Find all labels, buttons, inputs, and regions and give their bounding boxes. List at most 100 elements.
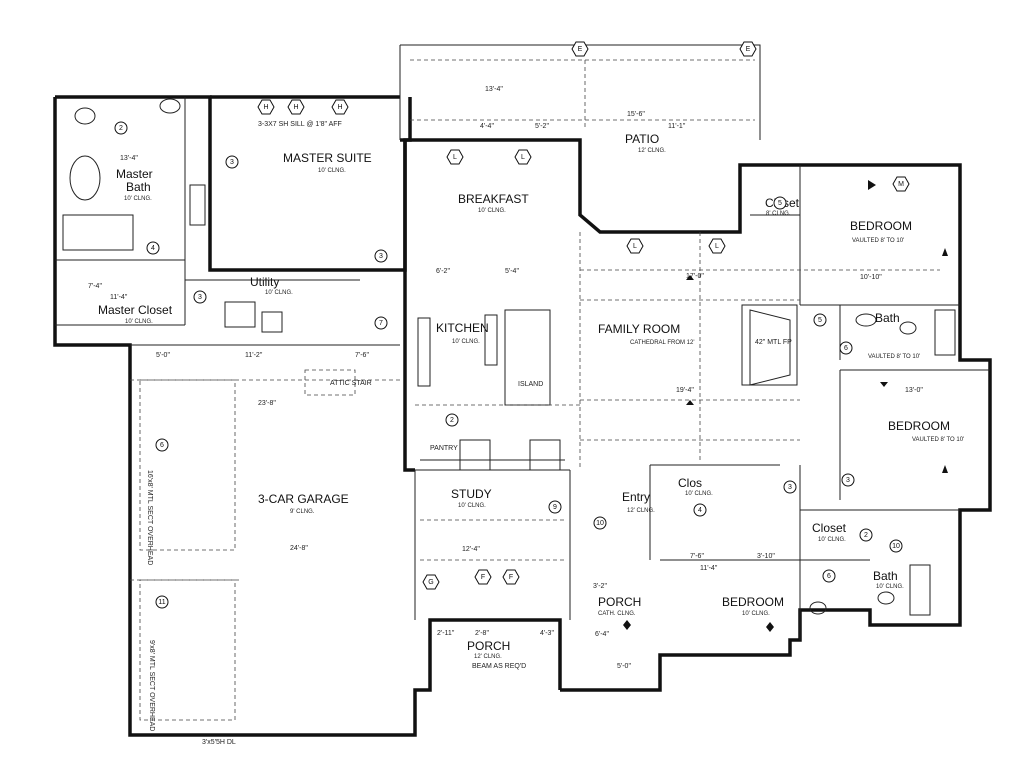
dimension-labels: 15'-6" 13'-4" 11'-1" 5'-2" 4'-4" 23'-8" … (88, 86, 923, 670)
bath-e-ceiling: VAULTED 8' TO 10' (868, 354, 920, 360)
sill-note: 3-3X7 SH SILL @ 1'8" AFF (258, 121, 342, 128)
dim-patio-b: 11'-1" (668, 123, 686, 130)
dim-porch-d: 3'-2" (593, 583, 607, 590)
dim-bed-s-c: 3'-10" (757, 553, 775, 560)
vanity-icon (189, 184, 206, 226)
svg-text:G: G (428, 579, 433, 586)
svg-text:10: 10 (892, 543, 900, 550)
clos-entry-ceiling: 10' CLNG. (685, 491, 713, 497)
kitchen-ceiling: 10' CLNG. (452, 339, 480, 345)
dim-bed-ne-w: 10'-10" (860, 274, 882, 281)
dim-garage-b: 11'-2" (245, 352, 263, 359)
dim-mb-b: 11'-4" (110, 294, 128, 301)
dim-patio-w: 15'-6" (627, 111, 645, 118)
svg-text:5: 5 (818, 317, 822, 324)
breakfast-ceiling: 10' CLNG. (478, 208, 506, 214)
svg-text:3: 3 (379, 253, 383, 260)
svg-text:L: L (633, 243, 637, 250)
dim-patio-a: 13'-4" (485, 86, 503, 93)
island-note: ISLAND (518, 381, 543, 388)
master-suite-label: MASTER SUITE (283, 151, 372, 165)
fireplace-icon (749, 309, 791, 386)
entry-label: Entry (622, 490, 650, 504)
dim-porch-e: 6'-4" (595, 631, 609, 638)
toilet-icon-2 (899, 321, 917, 335)
closet-ne-ceiling: 8' CLNG. (766, 211, 791, 217)
patio-ceiling: 12' CLNG. (638, 148, 666, 154)
dim-garage-c: 7'-6" (355, 352, 369, 359)
svg-text:H: H (293, 104, 298, 111)
bedroom-ne-label: BEDROOM (850, 219, 912, 233)
dim-bed-e-w: 13'-0" (905, 387, 923, 394)
overhead-note-1: 16'x8' MTL SECT OVERHEAD (146, 470, 153, 565)
svg-text:6: 6 (827, 573, 831, 580)
svg-text:5: 5 (778, 200, 782, 207)
svg-text:3: 3 (198, 294, 202, 301)
dim-porch-b: 2'-8" (475, 630, 489, 637)
svg-text:6: 6 (160, 442, 164, 449)
beam-note: BEAM AS REQ'D (472, 663, 526, 670)
bedroom-e-label: BEDROOM (888, 419, 950, 433)
dim-garage-a: 5'-0" (156, 352, 170, 359)
pantry-note: PANTRY (430, 445, 458, 452)
patio-label: PATIO (625, 132, 659, 146)
svg-text:3: 3 (788, 484, 792, 491)
dim-study-a: 12'-4" (462, 546, 480, 553)
svg-text:9: 9 (553, 504, 557, 511)
family-room-label: FAMILY ROOM (598, 322, 680, 336)
master-closet-ceiling: 10' CLNG. (125, 319, 153, 325)
room-labels: MASTER SUITE 10' CLNG. Master Bath 10' C… (98, 132, 964, 660)
master-bath-label: Master (116, 167, 153, 181)
entry-ceiling: 12' CLNG. (627, 508, 655, 514)
svg-text:L: L (521, 154, 525, 161)
fixtures (62, 98, 956, 616)
master-bath-label-2: Bath (126, 180, 151, 194)
interior-walls (55, 97, 990, 640)
porch-center-label: PORCH (598, 595, 641, 609)
garage-label: 3-CAR GARAGE (258, 492, 349, 506)
dim-patio-c: 5'-2" (535, 123, 549, 130)
dim-patio-d: 4'-4" (480, 123, 494, 130)
shower-icon (62, 214, 134, 251)
overhead-note-2: 9'x8' MTL SECT OVERHEAD (148, 640, 155, 731)
dim-mb-a: 13'-4" (120, 155, 138, 162)
master-closet-label: Master Closet (98, 303, 173, 317)
dryer-icon (261, 311, 283, 333)
direction-markers (623, 180, 948, 632)
svg-text:F: F (509, 574, 513, 581)
svg-text:3: 3 (230, 159, 234, 166)
bedroom-s-label: BEDROOM (722, 595, 784, 609)
breakfast-label: BREAKFAST (458, 192, 529, 206)
svg-text:7: 7 (379, 320, 383, 327)
svg-text:H: H (337, 104, 342, 111)
svg-text:11: 11 (158, 599, 165, 606)
tub-shower-icon-2 (909, 564, 931, 616)
cooktop-icon (417, 317, 431, 387)
dim-family-c: 5'-4" (505, 268, 519, 275)
family-room-ceiling: CATHEDRAL FROM 12' (630, 340, 695, 346)
porch-front-label: PORCH (467, 639, 510, 653)
washer-icon (224, 301, 256, 328)
sink-icon-3 (809, 601, 827, 615)
svg-text:M: M (898, 181, 904, 188)
svg-text:4: 4 (151, 245, 155, 252)
door-tags: 2 3 4 3 3 7 2 6 11 9 10 4 3 5 6 3 2 10 6… (114, 121, 903, 609)
bath-s-label: Bath (873, 569, 898, 583)
plan-notes: ATTIC STAIR BEAM AS REQ'D ISLAND PANTRY … (146, 121, 792, 746)
attic-stair-note: ATTIC STAIR (330, 380, 372, 387)
dim-porch-c: 4'-3" (540, 630, 554, 637)
dim-family-d: 6'-2" (436, 268, 450, 275)
svg-text:E: E (578, 46, 583, 53)
sink-icon (159, 98, 181, 114)
svg-text:3: 3 (846, 477, 850, 484)
dimension-lines (130, 232, 940, 721)
tub-shower-icon (934, 309, 956, 356)
toilet-icon-3 (877, 591, 895, 605)
closet-s-ceiling: 10' CLNG. (818, 537, 846, 543)
svg-text:L: L (715, 243, 719, 250)
bedroom-s-ceiling: 10' CLNG. (742, 611, 770, 617)
closet-s-label: Closet (812, 521, 847, 535)
porch-center-ceiling: CATH. CLNG. (598, 611, 636, 617)
study-label: STUDY (451, 487, 492, 501)
